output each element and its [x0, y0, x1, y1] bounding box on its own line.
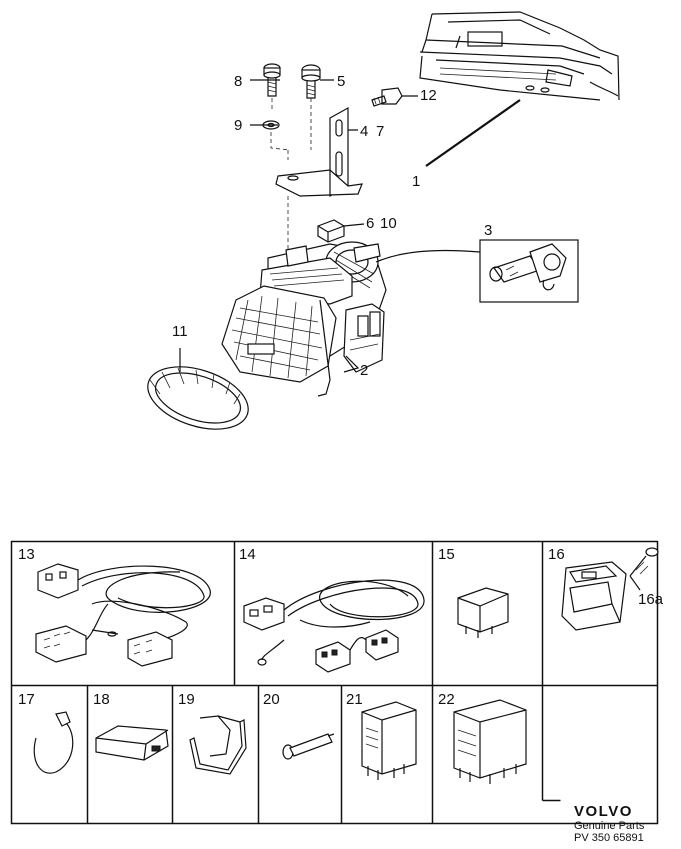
- rubber-ring-11: [147, 348, 249, 430]
- callout-labels: 8 5 12 9 4 7 1 6 10 3 11 2: [172, 73, 492, 379]
- screw-8: [263, 63, 281, 97]
- part-15-relay: [457, 587, 509, 638]
- brand-logo: VOLVO: [574, 803, 633, 820]
- screw-5: [301, 64, 321, 99]
- callout-4: 4: [360, 123, 368, 140]
- part-13-harness: [35, 563, 211, 667]
- part-17-clip: [33, 711, 74, 774]
- callout-12: 12: [420, 87, 437, 104]
- part-14-harness: [243, 579, 425, 673]
- cell-label-19: 19: [178, 691, 195, 708]
- part-22-relay: [453, 699, 527, 784]
- brand-genuine-parts: Genuine Parts: [574, 820, 645, 832]
- callout-10: 10: [380, 215, 397, 232]
- callout-5: 5: [337, 73, 345, 90]
- callout-2: 2: [360, 362, 368, 379]
- car-front-illustration: [419, 11, 620, 101]
- cell-label-16: 16: [548, 546, 565, 563]
- leader-line-1: [425, 99, 521, 167]
- cell-label-16a: 16a: [638, 591, 664, 608]
- callout-1: 1: [412, 173, 420, 190]
- callout-7: 7: [376, 123, 384, 140]
- callout-8: 8: [234, 73, 242, 90]
- part-18-cover: [95, 725, 169, 761]
- part-19-bracket: [189, 715, 247, 775]
- bracket-4: [275, 106, 363, 198]
- part-20-rivet: [282, 733, 335, 760]
- brand-part-number: PV 350 65891: [574, 832, 644, 844]
- cell-label-14: 14: [239, 546, 256, 563]
- cell-label-20: 20: [263, 691, 280, 708]
- cell-label-22: 22: [438, 691, 455, 708]
- parts-grid: [10, 540, 659, 825]
- cell-label-15: 15: [438, 546, 455, 563]
- cell-label-13: 13: [18, 546, 35, 563]
- grid-labels: 13 14 15 16 16a 17 18 19 20 21 22: [18, 546, 664, 708]
- cell-label-21: 21: [346, 691, 363, 708]
- bolt-12: [371, 87, 403, 107]
- callout-11: 11: [172, 323, 188, 340]
- callout-6: 6: [366, 215, 374, 232]
- part-16-switch: [561, 547, 659, 631]
- callout-3: 3: [484, 222, 492, 239]
- cell-label-18: 18: [93, 691, 110, 708]
- brand-block: VOLVO Genuine Parts PV 350 65891: [574, 803, 674, 845]
- part-21-relay: [361, 701, 417, 780]
- cell-label-17: 17: [18, 691, 35, 708]
- callout-9: 9: [234, 117, 242, 134]
- fog-lamp-2: [221, 241, 387, 397]
- bulb-3-box: [479, 239, 579, 303]
- fog-lamp-6-clip: [317, 219, 345, 243]
